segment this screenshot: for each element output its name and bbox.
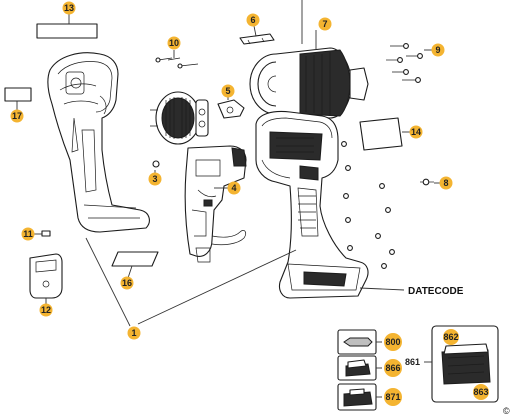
- callout-863: 863: [473, 384, 489, 400]
- callout-16: 16: [120, 276, 134, 290]
- callout-800: 800: [384, 333, 402, 351]
- callout-12: 12: [39, 303, 53, 317]
- callout-866: 866: [384, 359, 402, 377]
- part-871-charger: [337, 383, 382, 411]
- svg-text:14: 14: [411, 127, 421, 137]
- part-8-screws: [341, 141, 440, 269]
- svg-text:871: 871: [385, 392, 400, 402]
- callout-11: 11: [21, 227, 35, 241]
- callout-1: 1: [127, 326, 141, 340]
- svg-text:7: 7: [322, 19, 327, 29]
- callout-4: 4: [227, 181, 241, 195]
- callout-862: 862: [443, 329, 459, 345]
- callout-6: 6: [246, 13, 260, 27]
- svg-text:4: 4: [231, 183, 236, 193]
- callout-3: 3: [148, 172, 162, 186]
- svg-text:11: 11: [23, 229, 33, 239]
- callout-10: 10: [167, 36, 181, 50]
- svg-text:6: 6: [250, 15, 255, 25]
- motor-assembly: [150, 91, 209, 145]
- svg-text:866: 866: [385, 363, 400, 373]
- part-17-label: [4, 87, 32, 112]
- part-861-kit-case: [424, 325, 499, 403]
- svg-text:861: 861: [405, 357, 420, 367]
- svg-text:10: 10: [169, 38, 179, 48]
- svg-text:5: 5: [225, 86, 230, 96]
- callout-13: 13: [62, 1, 76, 15]
- part-800-bit: [337, 329, 382, 355]
- callout-871: 871: [384, 388, 402, 406]
- svg-text:863: 863: [473, 387, 488, 397]
- part-10-screws: [155, 50, 199, 69]
- svg-text:862: 862: [443, 332, 458, 342]
- copyright-mark: ©: [503, 406, 510, 416]
- svg-text:800: 800: [385, 337, 400, 347]
- part-1-leaders: [85, 237, 297, 327]
- part-866-battery: [337, 355, 382, 381]
- callout-861: 861: [405, 357, 420, 367]
- callout-7: 7: [318, 17, 332, 31]
- datecode-label: DATECODE: [408, 286, 464, 297]
- svg-text:1: 1: [131, 328, 136, 338]
- part-9-screws: [386, 43, 432, 83]
- part-13-label: [36, 12, 98, 39]
- part-7-chuck-gearbox: [249, 0, 369, 119]
- part-11-screw: [34, 230, 51, 237]
- callout-14: 14: [409, 125, 423, 139]
- part-16-label: [111, 251, 159, 279]
- svg-text:9: 9: [435, 45, 440, 55]
- callout-9: 9: [431, 43, 445, 57]
- callout-5: 5: [221, 84, 235, 98]
- callout-17: 17: [10, 109, 24, 123]
- callout-8: 8: [439, 176, 453, 190]
- svg-text:12: 12: [41, 305, 51, 315]
- svg-text:8: 8: [443, 178, 448, 188]
- part-14-label: [359, 117, 410, 151]
- svg-text:16: 16: [122, 278, 132, 288]
- part-3-screw: [152, 160, 160, 174]
- part-5-bracket: [217, 96, 245, 119]
- svg-text:17: 17: [12, 111, 22, 121]
- svg-text:13: 13: [64, 3, 74, 13]
- part-6-clip: [239, 25, 275, 45]
- right-housing-body: [255, 110, 405, 299]
- part-12-belt-clip: [29, 253, 63, 304]
- part-4-switch-assembly: [184, 145, 247, 263]
- svg-text:3: 3: [152, 174, 157, 184]
- left-housing-half: [47, 52, 150, 233]
